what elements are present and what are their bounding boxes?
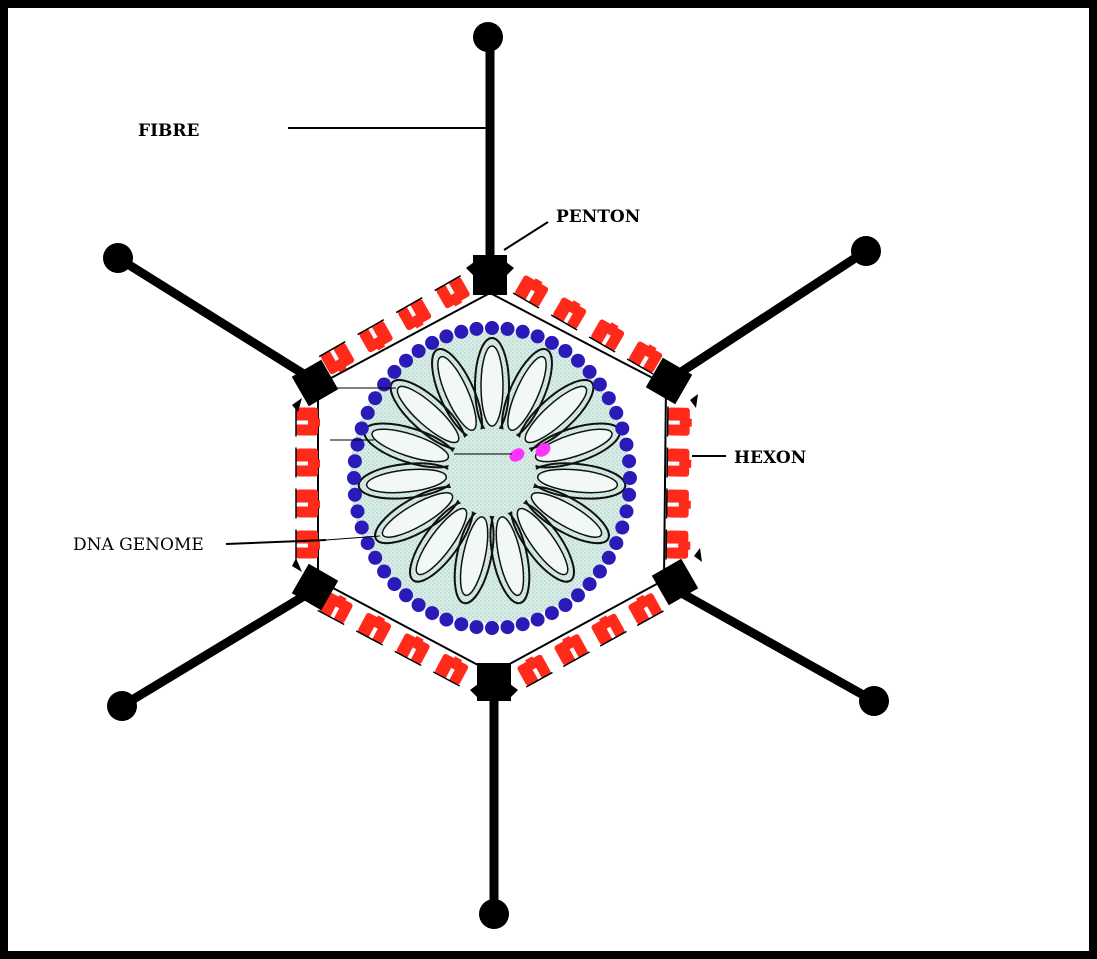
- hexon-subunit: [433, 651, 471, 686]
- hexon-subunit: [396, 298, 434, 334]
- core-protein-dot: [485, 621, 499, 635]
- hexon-subunit: [551, 294, 589, 330]
- hexon-subunit: [358, 320, 396, 356]
- core-protein-dot: [571, 588, 585, 602]
- core-protein-dot: [355, 521, 369, 535]
- core-protein-dot: [368, 391, 382, 405]
- core-protein-dot: [602, 391, 616, 405]
- core-protein-dot: [571, 354, 585, 368]
- core-protein-dot: [558, 344, 572, 358]
- hexon-subunit: [667, 448, 691, 478]
- core-protein-dot: [622, 488, 636, 502]
- hexon-subunit: [513, 272, 551, 308]
- core-protein-dot: [485, 321, 499, 335]
- hexon-subunit: [515, 651, 553, 687]
- core-protein-dot: [412, 344, 426, 358]
- hexon-subunit: [552, 631, 590, 667]
- core-protein-dot: [615, 521, 629, 535]
- hexon-subunit: [666, 530, 690, 560]
- core-protein-dot: [531, 329, 545, 343]
- core-protein-dot: [583, 365, 597, 379]
- hexon-subunit: [589, 610, 627, 646]
- label-dna-genome: DNA GENOME: [73, 535, 204, 555]
- penton-leader: [504, 222, 548, 250]
- core-protein-dot: [623, 471, 637, 485]
- label-penton: PENTON: [556, 207, 640, 227]
- core-protein-dot: [454, 617, 468, 631]
- core-protein-dot: [361, 406, 375, 420]
- hexon-subunit: [395, 630, 433, 665]
- core-protein-dot: [399, 354, 413, 368]
- fibre-knob-upper-right: [851, 236, 881, 266]
- core-protein-dot: [620, 438, 634, 452]
- core-protein-dot: [399, 588, 413, 602]
- core-protein-dot: [348, 488, 362, 502]
- fibre-knob-lower-left: [107, 691, 137, 721]
- hexon-subunit: [667, 489, 691, 519]
- core-protein-dot: [377, 565, 391, 579]
- core-protein-dot: [558, 598, 572, 612]
- core-protein-dot: [620, 504, 634, 518]
- core-protein-dot: [593, 565, 607, 579]
- core-protein-dot: [368, 551, 382, 565]
- core-center: [448, 428, 536, 516]
- core-protein-dot: [439, 613, 453, 627]
- penton-top: [473, 255, 507, 295]
- core-protein-dot: [602, 551, 616, 565]
- fibre-knob-lower-right: [859, 686, 889, 716]
- penton-bottom: [477, 663, 511, 701]
- core-protein-dot: [387, 365, 401, 379]
- core-protein-dot: [545, 336, 559, 350]
- core-protein-dot: [593, 378, 607, 392]
- fibre-knob-top: [473, 22, 503, 52]
- core-protein-dot: [531, 613, 545, 627]
- label-fibre: FIBRE: [138, 121, 200, 141]
- hexon-subunit: [296, 530, 320, 560]
- core-protein-dot: [377, 378, 391, 392]
- core-protein-dot: [622, 454, 636, 468]
- hexon-subunit: [356, 610, 394, 645]
- core-protein-dot: [348, 454, 362, 468]
- core-protein-dot: [387, 577, 401, 591]
- label-hexon: HEXON: [734, 448, 806, 468]
- fibre-upper-left: [118, 258, 310, 378]
- fibre-lower-left: [122, 590, 314, 706]
- core-protein-dot: [361, 536, 375, 550]
- core-protein-dot: [615, 422, 629, 436]
- core-protein-dot: [501, 322, 515, 336]
- core-protein-dot: [609, 536, 623, 550]
- core-protein-dot: [583, 577, 597, 591]
- core-protein-dot: [609, 406, 623, 420]
- hexon-subunit: [296, 489, 320, 519]
- core-protein-dot: [545, 606, 559, 620]
- core-protein-dot: [454, 325, 468, 339]
- core-protein-dot: [351, 504, 365, 518]
- fibre-upper-right: [672, 251, 866, 378]
- core-protein-dot: [412, 598, 426, 612]
- core-protein-dot: [470, 620, 484, 634]
- core-protein-dot: [425, 336, 439, 350]
- hexon-subunit: [626, 590, 664, 626]
- core-protein-dot: [470, 322, 484, 336]
- hexon-subunit: [668, 407, 692, 437]
- fibre-knob-bottom: [479, 899, 509, 929]
- hexon-subunit: [296, 448, 320, 478]
- core-protein-dot: [516, 617, 530, 631]
- core-protein-dot: [516, 325, 530, 339]
- core-protein-dot: [439, 329, 453, 343]
- hexon-subunit: [589, 316, 627, 352]
- fibre-knob-upper-left: [103, 243, 133, 273]
- core-protein-dot: [347, 471, 361, 485]
- fibre-lower-right: [676, 590, 874, 701]
- core-protein-dot: [425, 606, 439, 620]
- core-protein-dot: [501, 620, 515, 634]
- core-protein-dot: [355, 422, 369, 436]
- hexon-subunit: [296, 407, 320, 437]
